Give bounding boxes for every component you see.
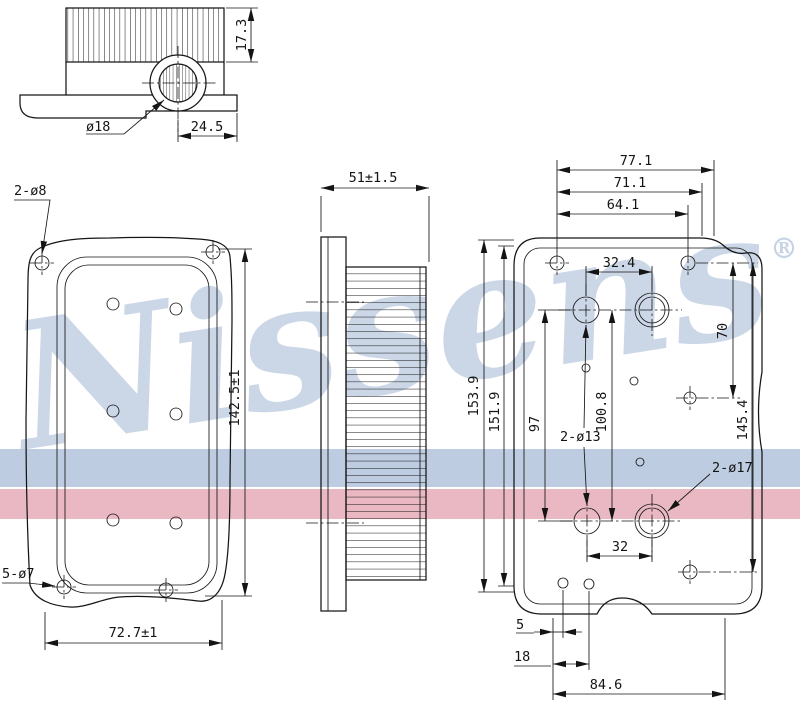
corner-hole-centermarks (30, 240, 225, 602)
dim-70-label: 70 (715, 323, 731, 339)
side-view: 51±1.5 (306, 170, 430, 612)
dim-2-o8-label: 2-ø8 (14, 183, 47, 199)
gasket-hole (169, 407, 183, 421)
dim-24-5-label: 24.5 (191, 119, 224, 135)
dim-18-label: 18 (514, 649, 530, 665)
gasket-hole (169, 302, 183, 316)
watermark-registered-mark: ® (770, 232, 798, 265)
mount-hole-centermarks (545, 251, 758, 584)
dim-145-4-label: 145.4 (735, 400, 751, 441)
dim-2-o13-leader-down (583, 446, 590, 507)
port-o13-bottom (573, 507, 601, 535)
back-view: 77.1 71.1 64.1 32.4 153.9 151.9 97 100.8… (466, 153, 763, 700)
plate-stack-core (345, 266, 427, 581)
gasket-inner-outline-1 (56, 256, 218, 594)
side-view-centermarks (306, 301, 364, 524)
dim-2-o17-leader (667, 473, 711, 512)
gasket-hole (169, 516, 183, 530)
pin-hole-bottom-b (583, 578, 595, 590)
dim-84-6-label: 84.6 (590, 677, 623, 693)
top-assembly-view: 17.3 ø18 24.5 (19, 7, 258, 142)
dim-97-label: 97 (527, 416, 543, 432)
dim-51-extension-lines (320, 196, 430, 262)
top-dims-extension-lines (556, 160, 715, 252)
dim-32-label: 32 (612, 539, 628, 555)
dim-2-o13-leader-up (582, 324, 589, 429)
dim-153-9-label: 153.9 (466, 376, 482, 417)
dim-151-9-label: 151.9 (487, 392, 503, 433)
pin-hole-bottom-a (557, 577, 569, 589)
gasket-inner-outline-2 (64, 264, 210, 586)
bottom-dims-extension-lines (552, 590, 726, 700)
gasket-outer-outline (25, 236, 233, 608)
dim-100-8-label: 100.8 (594, 392, 610, 433)
pin-hole (635, 457, 645, 467)
dim-bore-label: ø18 (86, 119, 110, 135)
gasket-hole (106, 297, 120, 311)
dim-2-o8-leader (14, 199, 51, 255)
base-bracket-outline (19, 94, 238, 119)
pin-hole (581, 363, 591, 373)
fin-pack-side-edges (65, 62, 225, 95)
dim-71-1-label: 71.1 (614, 175, 647, 191)
dim-77-1-label: 77.1 (620, 153, 653, 169)
gasket-hole (106, 404, 120, 418)
fin-pack (65, 7, 225, 63)
port-centerlines (558, 278, 682, 560)
dim-2-o13-label: 2-ø13 (560, 429, 601, 445)
dim-72-7-label: 72.7±1 (109, 625, 158, 641)
dim-bore-leader (86, 99, 165, 135)
dim-5-o7-leader (2, 581, 56, 588)
dim-32-4-label: 32.4 (603, 255, 636, 271)
pin-hole (629, 376, 639, 386)
dim-64-1-label: 64.1 (607, 197, 640, 213)
dim-51-label: 51±1.5 (349, 170, 398, 186)
dim-142-5-label: 142.5±1 (227, 370, 243, 427)
dim-5-o7-label: 5-ø7 (2, 566, 35, 582)
dim-17-3-label: 17.3 (234, 19, 250, 52)
gasket-hole (106, 513, 120, 527)
dim-2-o17-label: 2-ø17 (712, 460, 753, 476)
front-gasket-view: 2-ø8 142.5±1 72.7±1 5-ø7 (2, 183, 252, 650)
dim-5-label: 5 (516, 617, 524, 633)
